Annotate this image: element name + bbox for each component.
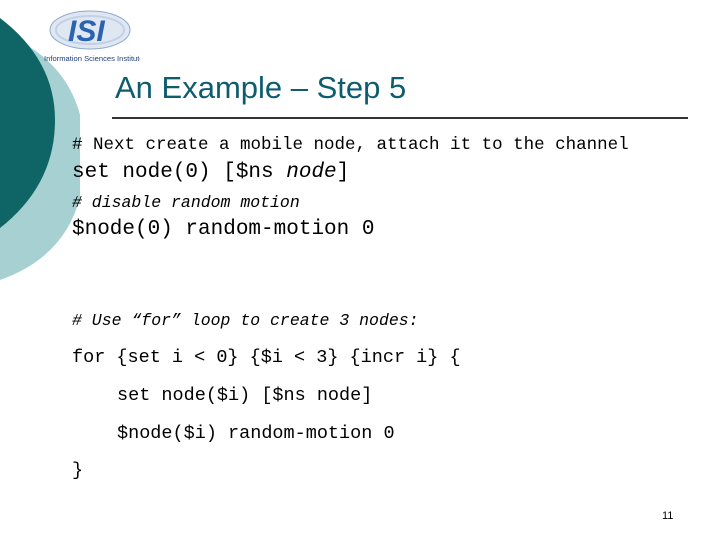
- code-segment-italic: node: [286, 161, 337, 184]
- code-segment: ]: [336, 161, 350, 184]
- code-comment-for-loop: # Use “for” loop to create 3 nodes:: [72, 311, 419, 330]
- code-line-close-brace: }: [72, 460, 84, 481]
- isi-logo: ISI Information Sciences Institute: [40, 6, 144, 66]
- code-line-loop-set-node: set node($i) [$ns node]: [117, 385, 373, 406]
- slide-title: An Example – Step 5: [115, 70, 407, 105]
- code-line-loop-random-motion: $node($i) random-motion 0: [117, 423, 395, 444]
- page-number: 11: [662, 510, 674, 522]
- logo-subtitle: Information Sciences Institute: [44, 54, 140, 63]
- code-line-for: for {set i < 0} {$i < 3} {incr i} {: [72, 347, 461, 368]
- code-comment-create-node: # Next create a mobile node, attach it t…: [72, 135, 629, 155]
- dark-teal-arc: [0, 18, 55, 228]
- title-underline: [112, 117, 688, 119]
- code-line-random-motion: $node(0) random-motion 0: [72, 218, 375, 241]
- code-segment: set node(0) [$ns: [72, 161, 287, 184]
- code-comment-disable-motion: # disable random motion: [72, 193, 300, 212]
- code-line-set-node: set node(0) [$ns node]: [72, 161, 349, 184]
- logo-text: ISI: [68, 15, 105, 48]
- isi-logo-graphic: ISI Information Sciences Institute: [44, 10, 144, 63]
- side-decoration: [0, 0, 80, 280]
